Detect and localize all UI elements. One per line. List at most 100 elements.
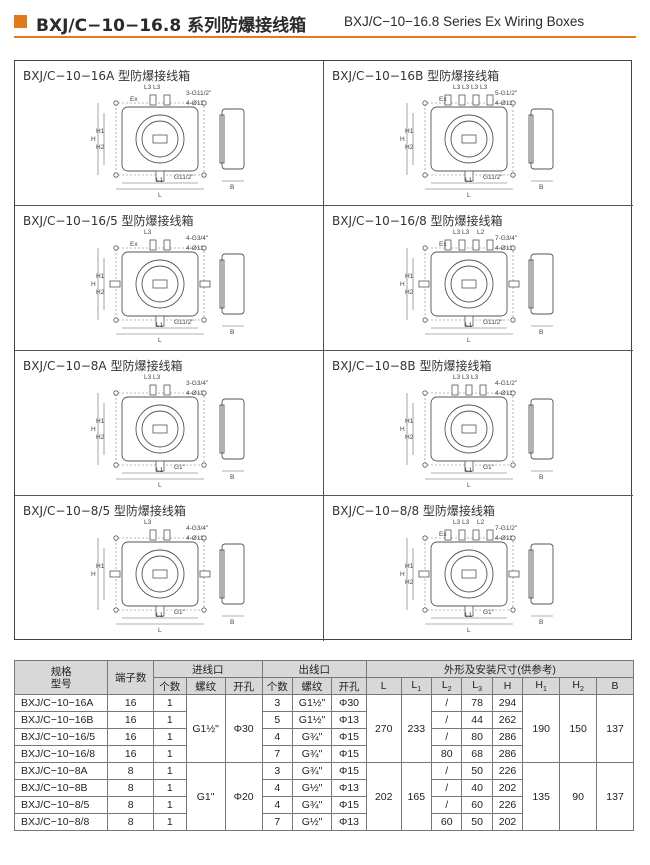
cell-out-thread: G¾"	[291, 762, 333, 780]
dim-label: L	[467, 337, 471, 344]
dim-label: B	[230, 619, 234, 626]
dim-label: H1	[96, 418, 105, 425]
cable-gland-top	[486, 529, 494, 541]
cell-L3: 50	[461, 762, 493, 780]
cable-gland-bottom	[464, 460, 474, 472]
cell-terminals: 16	[107, 728, 154, 746]
cell-out-thread: G1½"	[291, 711, 333, 729]
nameplate	[461, 279, 477, 289]
dim-label: L3	[462, 229, 470, 236]
cell-out-thread: G¾"	[291, 728, 333, 746]
header-out-hole: 开孔	[331, 677, 367, 695]
cell-in-thread: G1½"	[185, 694, 226, 763]
cell-out-count: 7	[261, 745, 294, 763]
side-flange	[219, 549, 225, 599]
cable-gland-top	[149, 239, 157, 251]
box-side-view	[221, 398, 245, 460]
cable-gland-left	[418, 570, 430, 578]
cable-gland-bottom	[155, 315, 165, 327]
cell-L2: 60	[430, 813, 463, 831]
cell-out-count: 5	[261, 711, 294, 729]
mounting-dash-outline	[424, 102, 514, 176]
mounting-hole	[510, 317, 516, 323]
box-front-outline	[121, 396, 199, 462]
orange-square-icon	[14, 15, 27, 28]
mounting-hole	[422, 607, 428, 613]
dim-label: L3	[144, 519, 152, 526]
header-divider	[14, 36, 636, 38]
nameplate	[152, 569, 168, 579]
dim-label: H1	[96, 273, 105, 280]
dim-label: H1	[405, 273, 414, 280]
cell-out-count: 4	[261, 779, 294, 797]
nameplate	[461, 134, 477, 144]
mounting-hole	[113, 390, 119, 396]
mounting-hole	[510, 607, 516, 613]
cell-out-hole: Φ30	[331, 694, 367, 712]
dim-label: H	[91, 136, 96, 143]
mounting-hole	[510, 245, 516, 251]
dim-label: H2	[96, 289, 105, 296]
cell-out-count: 7	[261, 813, 294, 831]
mounting-hole	[422, 172, 428, 178]
dim-label: B	[230, 184, 234, 191]
cell-H: 226	[491, 762, 524, 780]
header-L2: L2	[430, 677, 463, 695]
cell-out-hole: Φ13	[331, 813, 367, 831]
label-bottom-gland: G1"	[174, 609, 186, 616]
cell-H: 226	[491, 796, 524, 814]
cell-terminals: 16	[107, 745, 154, 763]
cover-inner-circle	[141, 410, 179, 448]
dim-label: L3	[453, 519, 461, 526]
cell-out-hole: Φ15	[331, 762, 367, 780]
cell-L2: /	[430, 728, 463, 746]
header-out-count: 个数	[261, 677, 294, 695]
cable-gland-top	[465, 384, 473, 396]
cell-in-count: 1	[153, 745, 187, 763]
drawing-title: BXJ/C−10−8/5 型防爆接线箱	[23, 504, 186, 518]
label-top-gland: 4-G3/4"	[186, 525, 209, 532]
mounting-hole	[201, 462, 207, 468]
label-hole: 4-Ø11	[186, 535, 204, 542]
dim-label: H	[400, 426, 405, 433]
cell-model: BXJ/C−10−16A	[13, 694, 109, 712]
page-title-cn: BXJ/C−10−16.8 系列防爆接线箱	[36, 16, 307, 36]
header-H: H	[491, 677, 524, 695]
cell-in-count: 1	[153, 779, 187, 797]
cable-gland-top	[458, 529, 466, 541]
cell-in-count: 1	[153, 711, 187, 729]
mounting-hole	[201, 317, 207, 323]
dim-label: B	[539, 184, 543, 191]
dim-label: L3	[144, 374, 152, 381]
drawing-title: BXJ/C−10−16/5 型防爆接线箱	[23, 214, 194, 228]
cable-gland-top	[149, 94, 157, 106]
cable-gland-top	[163, 239, 171, 251]
cable-gland-bottom	[464, 315, 474, 327]
box-side-view	[530, 253, 554, 315]
dim-label: L	[467, 627, 471, 634]
cell-H: 286	[491, 745, 524, 763]
cover-inner-circle	[450, 410, 488, 448]
mounting-hole	[422, 317, 428, 323]
cell-L3: 80	[461, 728, 493, 746]
nameplate	[152, 134, 168, 144]
header-model: 规格 型号	[13, 660, 109, 695]
label-bottom-gland: G11/2"	[174, 319, 194, 326]
cell-out-count: 4	[261, 728, 294, 746]
cell-out-thread: G½"	[291, 779, 333, 797]
dim-label: H	[400, 281, 405, 288]
cable-gland-top	[444, 239, 452, 251]
cell-L3: 78	[461, 694, 493, 712]
dim-label: H1	[405, 128, 414, 135]
dim-label: H2	[96, 434, 105, 441]
header-out-thread: 螺纹	[291, 677, 333, 695]
dim-label: H	[91, 426, 96, 433]
side-flange	[528, 114, 534, 164]
cell-model: BXJ/C−10−16/8	[13, 745, 109, 763]
cover-circle	[135, 404, 185, 454]
cable-gland-top	[472, 529, 480, 541]
